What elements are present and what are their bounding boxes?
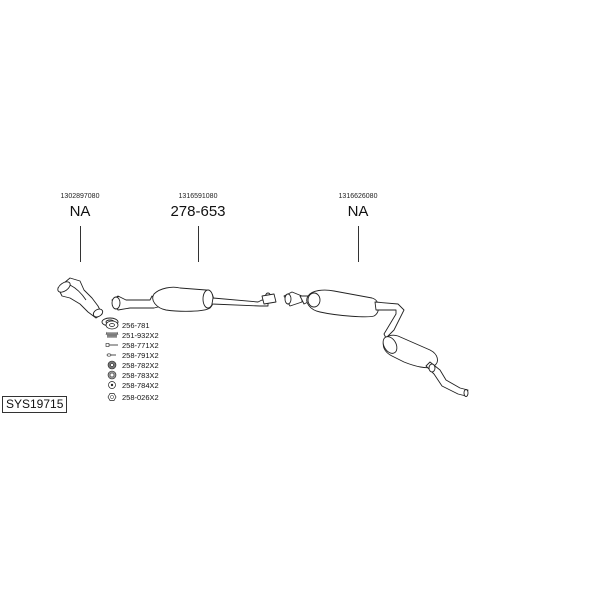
gasket-ring-icon (105, 320, 119, 330)
front-pipe-drawing[interactable] (56, 277, 104, 319)
clamp-ring-icon (107, 370, 117, 380)
rubber-hanger-icon (106, 353, 116, 357)
fitting-label: 258-026X2 (122, 392, 159, 402)
system-code-label: SYS19715 (2, 396, 68, 413)
oe-number-rear-silencer: 1316626080 (338, 193, 378, 200)
rear-silencer-drawing[interactable] (283, 289, 469, 397)
fitting-label: 258-784X2 (122, 380, 159, 390)
leader-line-centre-silencer (198, 226, 199, 262)
fitting-label: 258-791X2 (122, 350, 159, 360)
fitting-row[interactable]: 258-782X2 (104, 360, 159, 370)
fitting-label: 258-782X2 (122, 360, 159, 370)
oe-number-front-pipe: 1302897080 (60, 193, 100, 200)
nut-icon (107, 393, 117, 401)
fitting-label: 251-932X2 (122, 330, 159, 340)
bolt-icon (105, 343, 118, 347)
part-code-front-pipe[interactable]: NA (69, 203, 91, 220)
part-code-centre-silencer[interactable]: 278-653 (170, 203, 226, 220)
fitting-label: 258-783X2 (122, 370, 159, 380)
oe-number-centre-silencer: 1316591080 (178, 193, 218, 200)
fitting-row[interactable]: 258-771X2 (104, 340, 159, 350)
fitting-row[interactable]: 258-783X2 (104, 370, 159, 380)
part-code-rear-silencer[interactable]: NA (347, 203, 369, 220)
spring-icon (105, 331, 119, 339)
leader-line-front-pipe (80, 226, 81, 262)
washer-icon (108, 381, 116, 389)
fitting-row[interactable]: 258-026X2 (104, 392, 159, 402)
fitting-row[interactable]: 258-791X2 (104, 350, 159, 360)
leader-line-rear-silencer (358, 226, 359, 262)
fitting-label: 258-771X2 (122, 340, 159, 350)
fitting-label: 256-781 (122, 320, 150, 330)
hanger-ring-icon (107, 360, 117, 370)
fitting-row[interactable]: 256-781 (104, 320, 150, 330)
fitting-row[interactable]: 251-932X2 (104, 330, 159, 340)
centre-silencer-drawing[interactable] (111, 286, 277, 312)
fitting-row[interactable]: 258-784X2 (104, 380, 159, 390)
